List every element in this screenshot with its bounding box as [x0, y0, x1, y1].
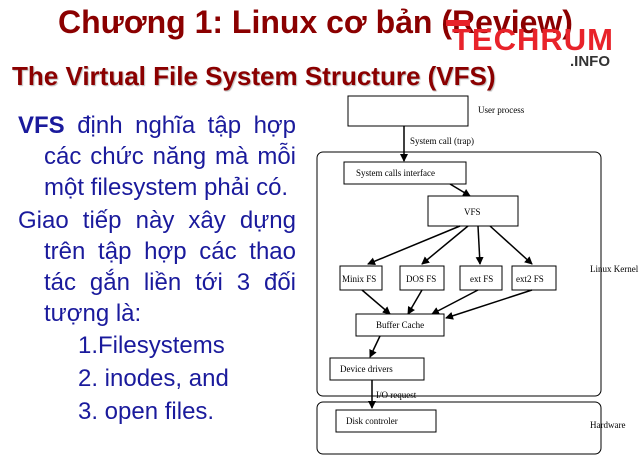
buffer-cache-label: Buffer Cache	[376, 320, 424, 330]
vfs-to-ext2-arrow	[489, 225, 533, 265]
list-item: 3. open files.	[78, 398, 215, 425]
slide-title: Chương 1: Linux cơ bản (Review)	[58, 4, 573, 40]
dos-fs-label: DOS FS	[406, 274, 436, 284]
cache-to-drivers-arrow	[369, 335, 381, 358]
vfs-keyword: VFS	[18, 112, 65, 139]
vfs-structure-diagram: User process System call (trap) System c…	[316, 95, 639, 455]
ext-to-cache-arrow	[431, 289, 479, 315]
paragraph-vfs-definition: VFS định nghĩa tập hợp các chức năng mà …	[18, 110, 296, 203]
ext2-fs-box	[511, 265, 557, 291]
vfs-to-ext-arrow	[475, 225, 484, 265]
user-process-box	[347, 95, 469, 127]
list-item: 1.Filesystems	[78, 332, 225, 359]
syscall-interface-label: System calls interface	[356, 168, 435, 178]
buffer-cache-box	[355, 313, 445, 337]
logo-main-text: TECHRUM	[452, 22, 614, 57]
user-process-label: User process	[478, 105, 525, 115]
vfs-label: VFS	[464, 207, 481, 217]
system-call-label: System call (trap)	[410, 136, 474, 146]
ext2-to-cache-arrow	[445, 289, 533, 320]
dos-to-cache-arrow	[407, 289, 423, 315]
paragraph-interface: Giao tiếp này xây dựng trên tập hợp các …	[18, 207, 296, 327]
slide-body: VFS định nghĩa tập hợp các chức năng mà …	[18, 110, 296, 428]
interface-to-vfs-arrow	[449, 183, 471, 197]
logo-suffix-text: .INFO	[570, 53, 610, 70]
techrum-logo-graphic: TECHRUM .INFO	[446, 20, 614, 70]
techrum-logo: TECHRUM .INFO	[446, 14, 636, 70]
list-item: 2. inodes, and	[78, 365, 229, 392]
device-drivers-box	[329, 357, 425, 381]
vfs-definition-text: định nghĩa tập hợp các chức năng mà mỗi …	[44, 112, 296, 201]
hardware-container	[316, 401, 602, 455]
device-drivers-label: Device drivers	[340, 364, 393, 374]
disk-controller-box	[335, 409, 437, 433]
dos-fs-box	[399, 265, 445, 291]
hardware-label: Hardware	[590, 420, 625, 430]
kernel-container	[316, 151, 602, 397]
disk-controller-label: Disk controler	[346, 416, 398, 426]
ext2-fs-label: ext2 FS	[516, 274, 544, 284]
syscall-interface-box	[343, 161, 467, 185]
minix-fs-label: Minix FS	[342, 274, 376, 284]
vfs-to-minix-arrow	[367, 225, 461, 266]
ext-fs-label: ext FS	[470, 274, 493, 284]
slide-subtitle: The Virtual File System Structure (VFS)	[12, 61, 496, 91]
linux-kernel-label: Linux Kernel	[590, 264, 639, 274]
minix-fs-box	[339, 265, 383, 291]
io-request-label: I/O request	[376, 390, 417, 400]
vfs-to-dos-arrow	[421, 225, 469, 265]
minix-to-cache-arrow	[361, 289, 391, 315]
ext-fs-box	[459, 265, 503, 291]
logo-bar	[446, 20, 470, 26]
vfs-box	[427, 195, 519, 227]
object-list: 1.Filesystems 2. inodes, and 3. open fil…	[18, 329, 296, 428]
